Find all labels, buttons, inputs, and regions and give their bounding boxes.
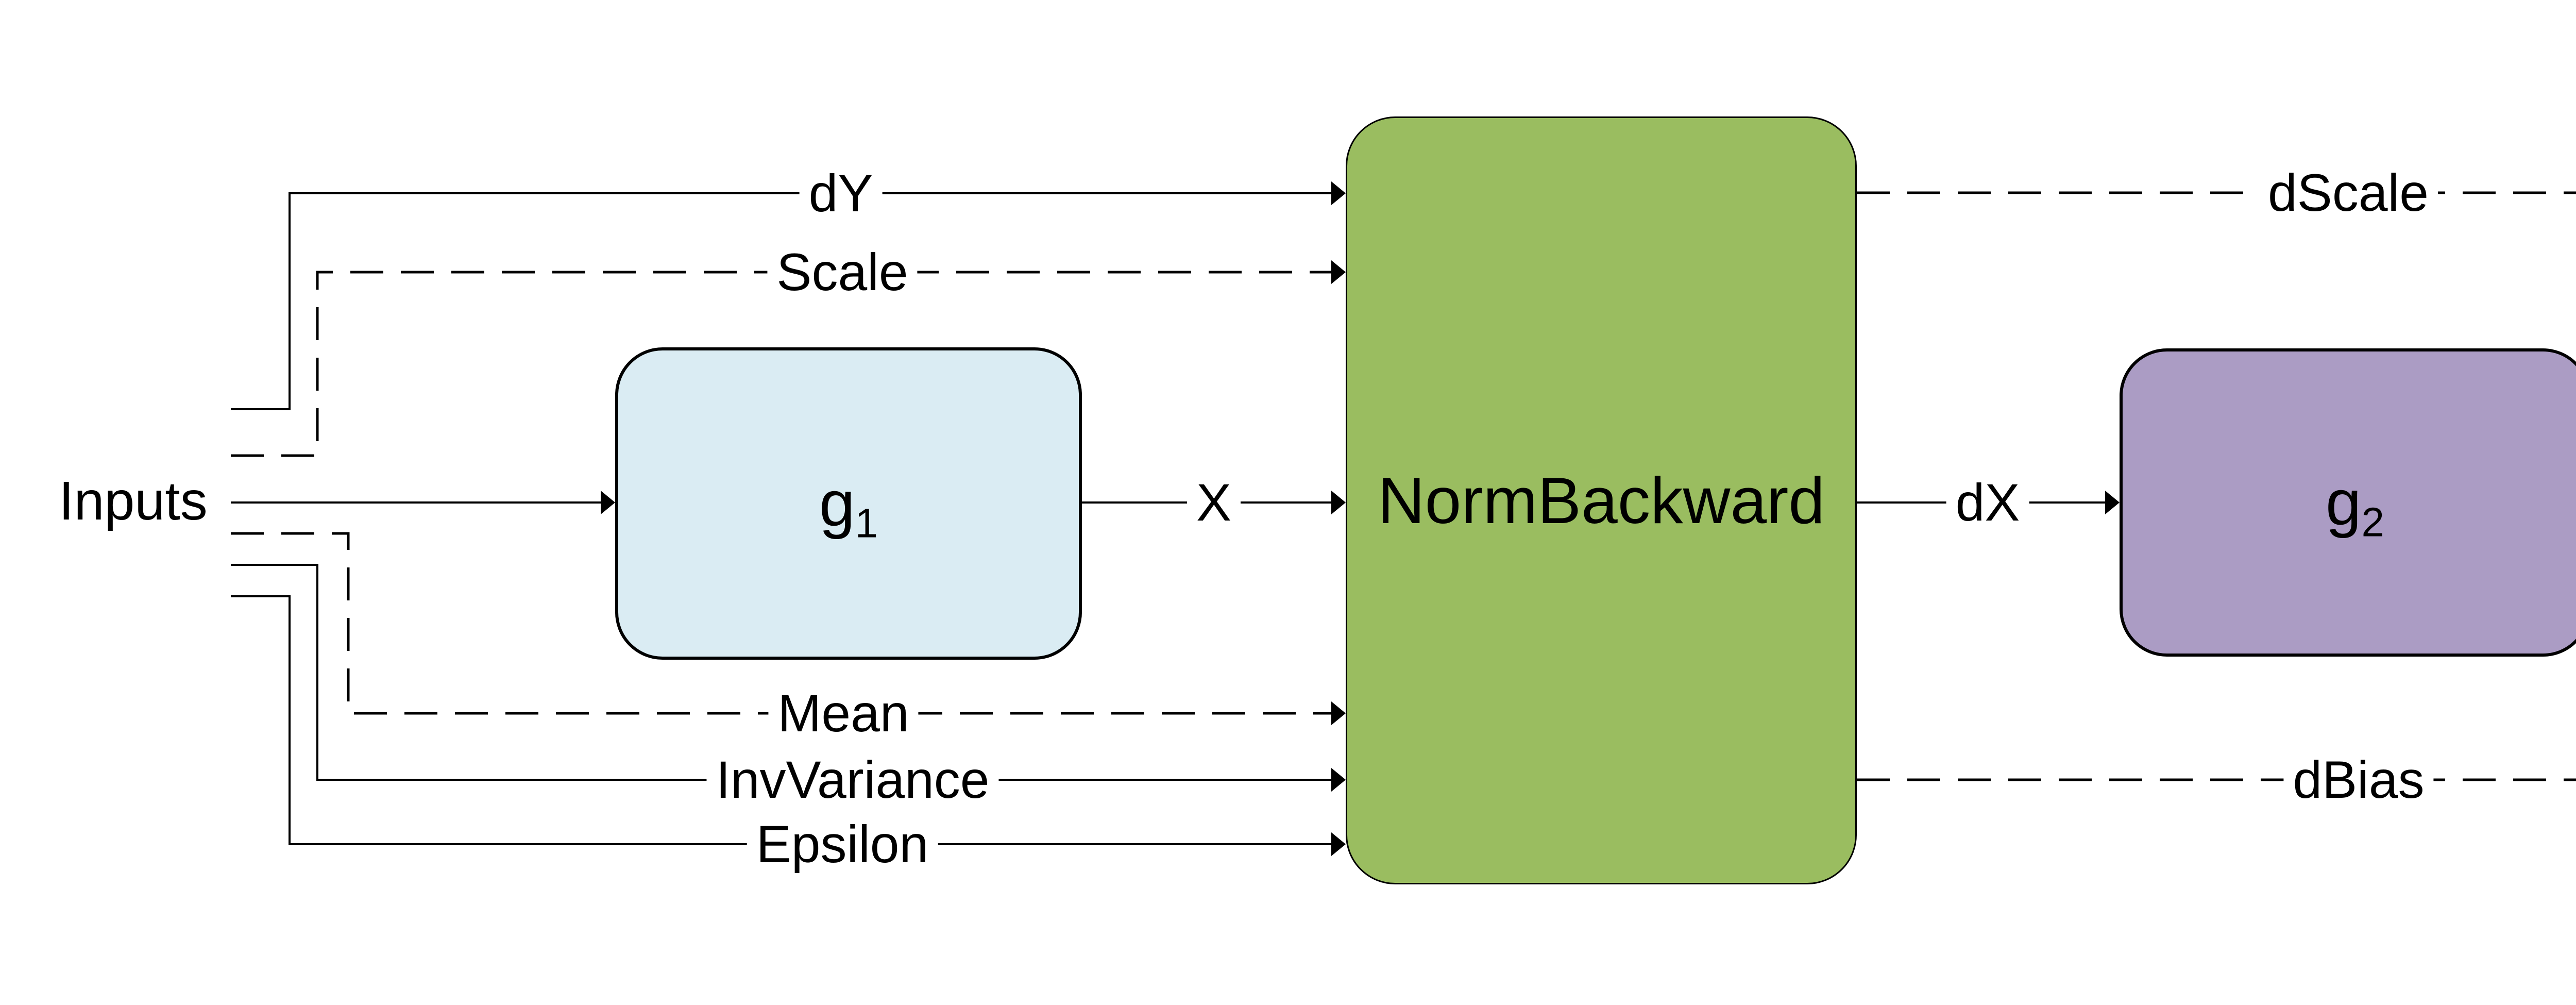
g2-node-label: g2	[2325, 466, 2385, 545]
arrow-mean-icon	[1331, 701, 1346, 725]
inputs-label: Inputs	[59, 471, 208, 532]
edge-label-invvariance: InvVariance	[706, 751, 999, 809]
edge-label-epsilon: Epsilon	[747, 815, 938, 873]
norm-backward-node-label: NormBackward	[1377, 464, 1825, 537]
edge-label-dbias: dBias	[2283, 751, 2434, 809]
g1-node: g1	[615, 347, 1082, 660]
g1-node-label: g1	[819, 467, 878, 546]
arrow-dy-icon	[1331, 181, 1346, 205]
arrow-epsilon-icon	[1331, 832, 1346, 856]
edge-label-scale: Scale	[767, 243, 918, 301]
edge-label-x: X	[1187, 474, 1241, 531]
arrow-scale-icon	[1331, 260, 1346, 284]
arrow-x-icon	[1331, 491, 1346, 514]
edge-label-dy: dY	[799, 164, 883, 222]
edge-label-mean: Mean	[768, 684, 919, 742]
arrow-dx-icon	[2105, 491, 2120, 514]
arrow-inputs-g1-icon	[601, 491, 615, 514]
edge-label-dscale: dScale	[2259, 164, 2438, 222]
g2-node: g2	[2120, 348, 2576, 657]
norm-backward-node: NormBackward	[1346, 116, 1857, 884]
arrow-invvariance-icon	[1331, 768, 1346, 792]
edge-label-dx: dX	[1946, 474, 2029, 531]
